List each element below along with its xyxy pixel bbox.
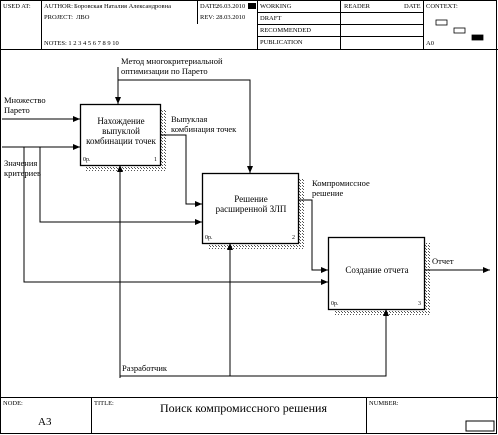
arrow-control-to-box2 [118,79,253,173]
date-label: DATE: [200,3,219,10]
node-label: NODE: [3,400,23,407]
box1-cost: 0р. [83,157,91,163]
box3-cost: 0р. [331,301,339,307]
context-box-1 [435,19,448,26]
label-report: Отчет [432,256,454,266]
date-value: 26.03.2010 [216,3,246,10]
arrow-compromise [298,199,328,273]
activity-box-1 [79,103,162,167]
box2-cost: 0р. [205,235,213,241]
reader-label: READER [344,3,370,10]
status-working: WORKING [260,3,292,10]
arrow-values-to-box3 [23,147,328,285]
box3-title: Создание отчета [345,265,409,275]
diagram-title: Поиск компромиссного решения [160,401,327,415]
label-criteria-values: Значения критериев [4,158,42,178]
used-at-label: USED AT: [3,3,31,10]
footer-grid [0,397,498,434]
arrow-developer-to-box3 [230,309,389,377]
label-pareto-set: Множество Парето [4,95,46,115]
box1-title: Нахождение выпуклой комбинации точек [86,116,156,146]
label-convex-combination: Выпуклая комбинация точек [171,114,237,134]
working-status-marker [248,3,256,9]
box2-title: Решение расширенной ЗЛП [215,194,287,214]
arrow-values-to-box2 [39,147,202,225]
box2-number: 2 [292,235,295,241]
context-node: A0 [426,40,434,47]
node-value: A3 [38,416,52,428]
number-label: NUMBER: [369,400,399,407]
box1-number: 1 [154,157,157,163]
context-box-3 [471,34,484,41]
rev-value: 28.03.2010 [216,14,246,21]
activity-box-3 [327,236,426,311]
status-draft: DRAFT [260,15,282,22]
arrow-convex-combination [160,134,202,207]
reader-date-label: DATE [404,3,421,10]
header-grid [0,0,498,50]
project-label: PROJECT: [44,14,73,21]
label-pareto-method: Метод многокритериальной оптимизации по … [121,56,223,76]
activity-box-2 [201,172,300,245]
author-label: AUTHOR: [44,3,73,10]
arrow-developer-to-box2 [120,243,233,377]
status-publication: PUBLICATION [260,39,303,46]
context-box-2 [453,27,466,34]
project-value: ЛВО [76,14,90,21]
title-label: TITLE: [94,400,114,407]
context-label: CONTEXT: [426,3,458,10]
footer-number-box [465,420,495,432]
label-compromise: Компромиссное решение [312,178,370,198]
rev-label: REV: [200,14,215,21]
status-recommended: RECOMMENDED [260,27,311,34]
box3-number: 3 [418,301,421,307]
author-value: Боровская Наталия Александровна [74,3,171,10]
notes: NOTES: 1 2 3 4 5 6 7 8 9 10 [44,40,119,47]
label-developer: Разработчик [122,363,168,373]
